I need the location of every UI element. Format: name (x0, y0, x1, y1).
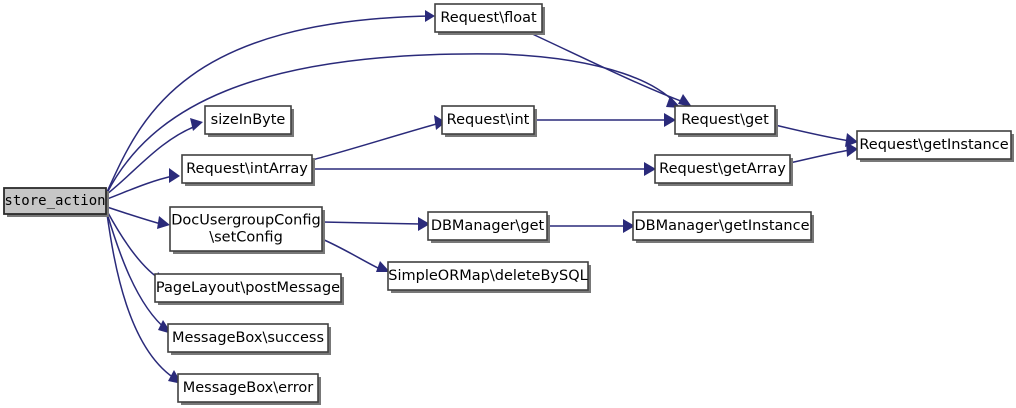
node-request_float[interactable]: Request\float (434, 3, 545, 35)
node-msgbox_error[interactable]: MessageBox\error (177, 373, 321, 405)
arrowhead-icon (425, 10, 435, 22)
arrowhead-icon (190, 118, 203, 131)
edge-store_action-to-request_float (106, 10, 435, 193)
node-dbmanager_get[interactable]: DBManager\get (427, 211, 550, 243)
node-rect[interactable] (674, 105, 776, 135)
arrowhead-icon (644, 162, 656, 176)
edge-request_get-to-request_getinst (774, 124, 858, 147)
edge-line (321, 238, 383, 271)
node-label: DBManager\getInstance (634, 218, 809, 234)
edge-line (774, 124, 851, 142)
arrowhead-icon (418, 217, 430, 231)
node-rect[interactable] (181, 154, 313, 184)
edge-request_float-to-request_get (527, 31, 692, 107)
node-label: SimpleORMap\deleteBySQL (388, 268, 587, 284)
node-rect[interactable] (441, 105, 535, 135)
node-label: MessageBox\error (183, 380, 314, 396)
arrowhead-icon (157, 216, 170, 229)
node-label: DBManager\get (431, 218, 545, 234)
edge-line (106, 53, 677, 194)
node-rect[interactable] (169, 206, 323, 252)
node-label: MessageBox\success (172, 330, 324, 346)
node-rect[interactable] (427, 211, 548, 241)
arrowhead-icon (434, 115, 446, 130)
node-request_getinst[interactable]: Request\getInstance (856, 130, 1014, 162)
node-pagelayout[interactable]: PageLayout\postMessage (154, 273, 344, 305)
edge-docusergroup-to-dbmanager_get (321, 217, 430, 231)
edge-line (106, 125, 197, 195)
node-store_action[interactable]: store_action (3, 187, 109, 217)
edge-line (789, 149, 851, 164)
node-label: Request\getArray (659, 161, 786, 177)
node-request_intarray[interactable]: Request\intArray (181, 154, 315, 186)
arrowhead-icon (623, 219, 635, 233)
arrowhead-icon (664, 113, 676, 127)
node-label: Request\float (440, 10, 537, 26)
node-rect[interactable] (654, 154, 791, 184)
node-size_in_byte[interactable]: sizeInByte (204, 105, 294, 137)
node-rect[interactable] (167, 323, 329, 353)
edge-store_action-to-request_get (106, 53, 681, 194)
edge-store_action-to-request_intarray (106, 168, 180, 200)
node-request_get[interactable]: Request\get (674, 105, 778, 137)
node-rect[interactable] (177, 373, 319, 403)
node-request_getarray[interactable]: Request\getArray (654, 154, 793, 186)
node-label: DocUsergroupConfig (171, 213, 320, 229)
edge-request_getarray-to-request_getinst (789, 142, 858, 164)
node-label: store_action (4, 193, 105, 209)
node-simpleormap[interactable]: SimpleORMap\deleteBySQL (387, 261, 591, 293)
edge-line (106, 15, 434, 193)
edge-line (527, 31, 687, 104)
node-rect[interactable] (387, 261, 589, 291)
edge-line (321, 221, 422, 225)
arrowhead-icon (169, 168, 180, 183)
edge-line (106, 175, 174, 200)
node-label: Request\get (681, 112, 769, 128)
edge-line (106, 206, 162, 225)
node-rect[interactable] (154, 273, 342, 303)
node-label: Request\getInstance (859, 137, 1008, 153)
edge-line (106, 212, 168, 331)
node-label: sizeInByte (211, 112, 286, 128)
node-dbmanager_getinst[interactable]: DBManager\getInstance (632, 211, 814, 243)
edge-line (106, 213, 178, 381)
edge-store_action-to-docusergroup (106, 206, 170, 229)
node-rect[interactable] (204, 105, 292, 135)
node-docusergroup[interactable]: DocUsergroupConfig\setConfig (169, 206, 325, 254)
node-rect[interactable] (434, 3, 543, 33)
node-label: Request\int (447, 112, 530, 128)
arrowhead-icon (846, 142, 858, 157)
node-rect[interactable] (856, 130, 1012, 160)
edge-dbmanager_get-to-dbmanager_getinst (547, 219, 635, 233)
node-rect[interactable] (632, 211, 812, 241)
node-label: \setConfig (209, 230, 283, 246)
edge-docusergroup-to-simpleormap (321, 238, 390, 272)
edge-store_action-to-size_in_byte (106, 118, 203, 195)
arrowhead-icon (678, 94, 692, 107)
arrowhead-icon (666, 96, 681, 108)
node-label: PageLayout\postMessage (156, 280, 340, 296)
node-request_int[interactable]: Request\int (441, 105, 537, 137)
node-rect[interactable] (3, 187, 107, 215)
edge-request_int-to-request_get (534, 113, 676, 127)
edge-line (311, 122, 441, 161)
edge-request_intarray-to-request_int (311, 115, 446, 161)
node-label: Request\intArray (186, 161, 308, 177)
node-msgbox_success[interactable]: MessageBox\success (167, 323, 331, 355)
edge-request_intarray-to-request_getarray (312, 162, 656, 176)
arrowhead-icon (376, 261, 390, 272)
